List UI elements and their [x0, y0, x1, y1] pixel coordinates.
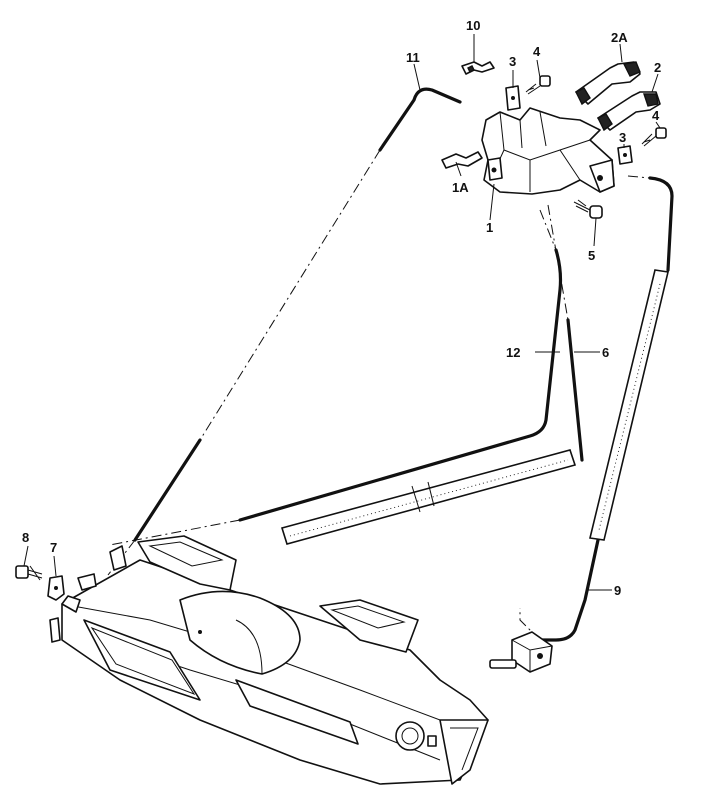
part-10-clip [461, 61, 495, 75]
part-3-plate-upper [505, 85, 521, 111]
callout-1: 1 [486, 220, 493, 235]
callout-6: 6 [602, 345, 609, 360]
callout-4-right: 4 [652, 108, 660, 123]
part-4-screw-upper [525, 75, 551, 95]
air-distribution-housing [49, 535, 489, 785]
callout-2: 2 [654, 60, 661, 75]
part-2A-knob [575, 61, 641, 106]
cable-12 [109, 209, 563, 546]
callout-4-upper: 4 [533, 44, 541, 59]
callout-1A: 1A [452, 180, 469, 195]
cable-6 [547, 204, 584, 462]
callout-3-upper: 3 [509, 54, 516, 69]
callout-5: 5 [588, 248, 595, 263]
callout-9: 9 [614, 583, 621, 598]
part-1-bracket [481, 107, 615, 195]
part-4-screw-right [641, 127, 667, 147]
part-7-bracket [47, 575, 65, 601]
sleeve-tube-center [280, 449, 577, 545]
part-1A-clip [441, 151, 483, 169]
cable-9 [519, 175, 674, 642]
callout-3-right: 3 [619, 130, 626, 145]
callout-12: 12 [506, 345, 520, 360]
callout-11: 11 [406, 50, 420, 65]
part-5-screw [573, 199, 603, 219]
flap-valve [489, 631, 553, 673]
callout-2A: 2A [611, 30, 628, 45]
part-3-plate-right [617, 145, 633, 165]
callout-8: 8 [22, 530, 29, 545]
sleeve-tube-right [589, 269, 669, 541]
callout-labels: 10 11 3 4 2A 2 4 3 1A 1 5 12 6 9 8 7 [22, 18, 661, 598]
leader-lines [23, 34, 661, 591]
callout-10: 10 [466, 18, 480, 33]
part-2-knob [597, 91, 661, 132]
callout-7: 7 [50, 540, 57, 555]
part-8-bolt [15, 565, 43, 581]
